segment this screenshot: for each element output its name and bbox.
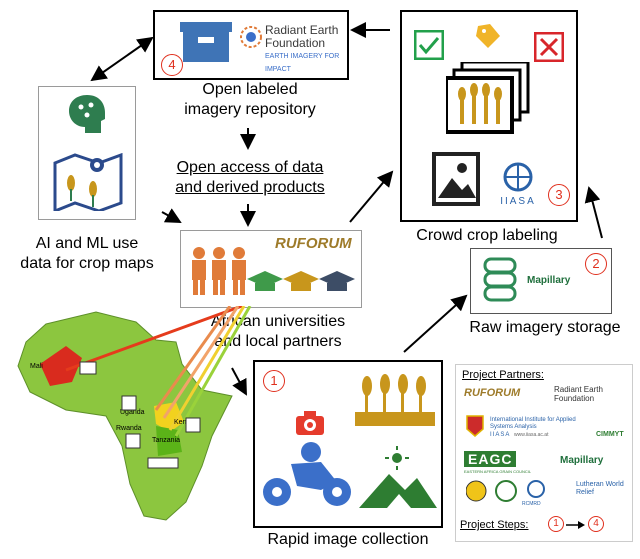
map-label-kenya: Kenya — [174, 419, 194, 426]
step-3-badge: 3 — [548, 184, 570, 206]
partner-lwr: Lutheran World Relief — [576, 481, 624, 496]
raw-storage-label: Raw imagery storage — [469, 319, 621, 336]
partners-panel: Project Partners: RUFORUM Radiant Earth … — [455, 364, 633, 542]
map-label-mali: Mali — [30, 363, 43, 370]
ai-ml-label-2: data for crop maps — [20, 255, 154, 272]
raw-storage-box: Mapillary 2 — [470, 248, 612, 314]
landscape-icon — [359, 446, 437, 508]
open-access-line-2: and derived products — [175, 179, 325, 196]
ruforum-logo: RUFORUM — [275, 235, 352, 252]
map-label-tanzania: Tanzania — [152, 437, 180, 444]
partner-eagc-full: EASTERN AFRICA GRAIN COUNCIL — [464, 469, 532, 474]
partner-mapillary: Mapillary — [560, 455, 604, 466]
camera-icon — [296, 411, 324, 435]
step-2-badge: 2 — [585, 253, 607, 275]
crop-map-icon — [53, 153, 123, 211]
africa-map: Mali Uganda Kenya Rwanda Tanzania — [17, 306, 252, 521]
step-arrow-icon — [566, 521, 585, 529]
map-mali — [40, 346, 82, 386]
ai-head-icon — [69, 95, 105, 133]
repository-label: Open labeled imagery repository — [150, 80, 350, 120]
graduation-caps-icon — [247, 271, 355, 291]
wheat-field-icon — [355, 374, 435, 426]
partner-radiant: Radiant Earth Foundation — [554, 385, 603, 403]
open-access-line-1: Open access of data — [176, 159, 324, 176]
partner-iiasa-full: International Institute for Applied Syst… — [490, 417, 576, 430]
iiasa-label: IIASA — [500, 196, 536, 207]
cross-icon — [534, 32, 564, 62]
rapid-collection-box: 1 — [253, 360, 443, 528]
motorcycle-rider-icon — [263, 442, 351, 506]
database-icon — [483, 257, 517, 302]
map-label-rwanda: Rwanda — [116, 425, 142, 432]
radiant-tagline: EARTH IMAGERY FOR IMPACT — [265, 53, 340, 73]
map-east-africa — [154, 402, 184, 432]
check-icon — [414, 30, 444, 60]
people-icon — [192, 247, 246, 295]
project-step-from: 1 — [548, 516, 564, 532]
iiasa-logo-icon — [503, 162, 533, 192]
image-file-icon — [432, 152, 480, 206]
project-step-to: 4 — [588, 516, 604, 532]
crowd-labeling-box: IIASA 3 — [400, 10, 578, 222]
universities-label: African universities and local partners — [196, 312, 360, 352]
partner-iiasa-short: IIASA — [490, 432, 511, 438]
repository-label-1: Open labeled — [202, 81, 298, 98]
partner-rcmrd: RCMRD — [522, 501, 541, 507]
umd-seal-icon — [466, 415, 484, 437]
repository-box: Radiant Earth Foundation EARTH IMAGERY F… — [153, 10, 349, 80]
map-label-uganda: Uganda — [120, 409, 145, 416]
universities-label-2: and local partners — [214, 333, 342, 350]
partner-cimmyt: CIMMYT — [596, 431, 624, 438]
partners-title: Project Partners: — [462, 369, 544, 381]
tag-icon — [476, 24, 500, 48]
radiant-name: Radiant Earth Foundation EARTH IMAGERY F… — [265, 24, 347, 76]
open-access-label: Open access of data and derived products — [160, 158, 340, 198]
partner-eagc: EAGC — [464, 451, 517, 467]
partner-ruforum: RUFORUM — [464, 387, 521, 399]
radiant-name-2: Foundation — [265, 36, 326, 50]
partner-seals-icon — [466, 480, 545, 502]
project-steps-title: Project Steps: — [460, 519, 529, 531]
photo-stack-icon — [446, 62, 530, 134]
crowd-labeling-label: Crowd crop labeling — [416, 227, 558, 244]
radiant-name-1: Radiant Earth — [265, 23, 339, 37]
storage-box-icon — [180, 22, 232, 62]
universities-box: RUFORUM — [180, 230, 362, 308]
ai-ml-label-1: AI and ML use — [35, 235, 139, 252]
repository-label-2: imagery repository — [184, 101, 316, 118]
rapid-collection-label: Rapid image collection — [267, 531, 429, 548]
ai-ml-box — [38, 86, 136, 220]
mapillary-logo: Mapillary — [527, 275, 571, 286]
ai-ml-label: AI and ML use data for crop maps — [14, 234, 160, 274]
step-4-badge: 4 — [161, 54, 183, 76]
radiant-earth-logo-icon — [240, 26, 262, 48]
partner-iiasa-url: www.iiasa.ac.at — [514, 432, 549, 438]
step-1-badge: 1 — [263, 370, 285, 392]
